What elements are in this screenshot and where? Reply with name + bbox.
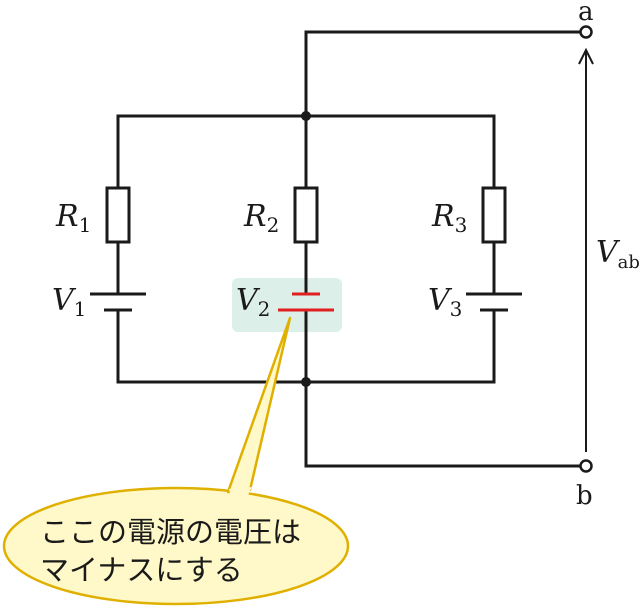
label-v2: V2 [236,283,270,321]
terminal-a-node [579,25,593,39]
v2-highlight-box [232,278,342,332]
callout-bubble: ここの電源の電圧は マイナスにする [2,316,350,606]
label-v1: V1 [52,283,86,321]
label-r2: R2 [243,199,279,237]
label-r1: R1 [55,199,91,237]
vab-arrow-head-icon [578,47,594,65]
callout-line-1: ここの電源の電圧は [40,515,301,549]
label-r3: R3 [431,199,467,237]
junction-top [301,111,311,121]
label-v3: V3 [428,283,462,321]
wires [116,30,582,468]
battery-v2-reversed [278,292,334,312]
battery-v3 [466,292,522,312]
label-vab: Vab [596,235,640,273]
battery-v1 [90,292,146,312]
resistor-r3 [481,186,507,244]
resistor-r1 [105,186,131,244]
label-terminal-b: b [576,481,593,511]
callout-line-2: マイナスにする [40,553,243,587]
junction-bottom [301,377,311,387]
resistor-r2 [293,186,319,244]
terminal-b-node [579,459,593,473]
label-terminal-a: a [578,0,594,27]
